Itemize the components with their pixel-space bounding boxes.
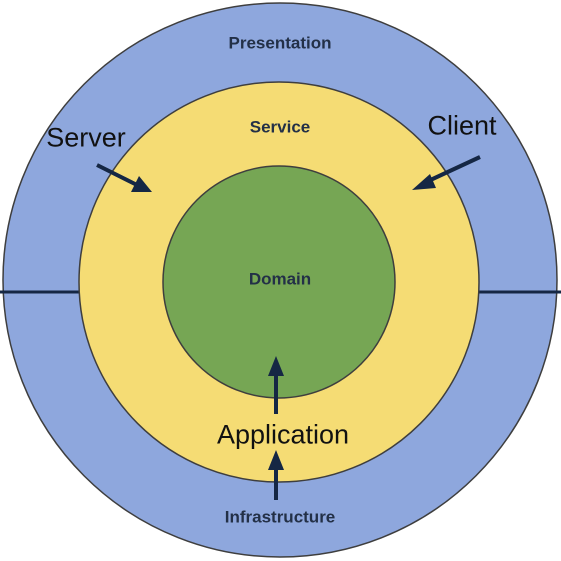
presentation-label: Presentation (228, 33, 332, 53)
domain-core (162, 165, 396, 399)
client-arrow (423, 155, 481, 185)
infrastructure-up-arrowhead (268, 450, 284, 470)
service-label: Service (249, 117, 311, 137)
application-up-arrowhead (268, 356, 284, 376)
domain-label: Domain (248, 269, 312, 289)
server-arrow (96, 163, 140, 188)
client-arrowhead (412, 174, 436, 190)
infrastructure-label: Infrastructure (224, 507, 336, 527)
server-label: Server (46, 122, 126, 153)
server-arrowhead (131, 176, 152, 192)
application-label: Application (216, 419, 350, 450)
client-label: Client (427, 110, 497, 141)
